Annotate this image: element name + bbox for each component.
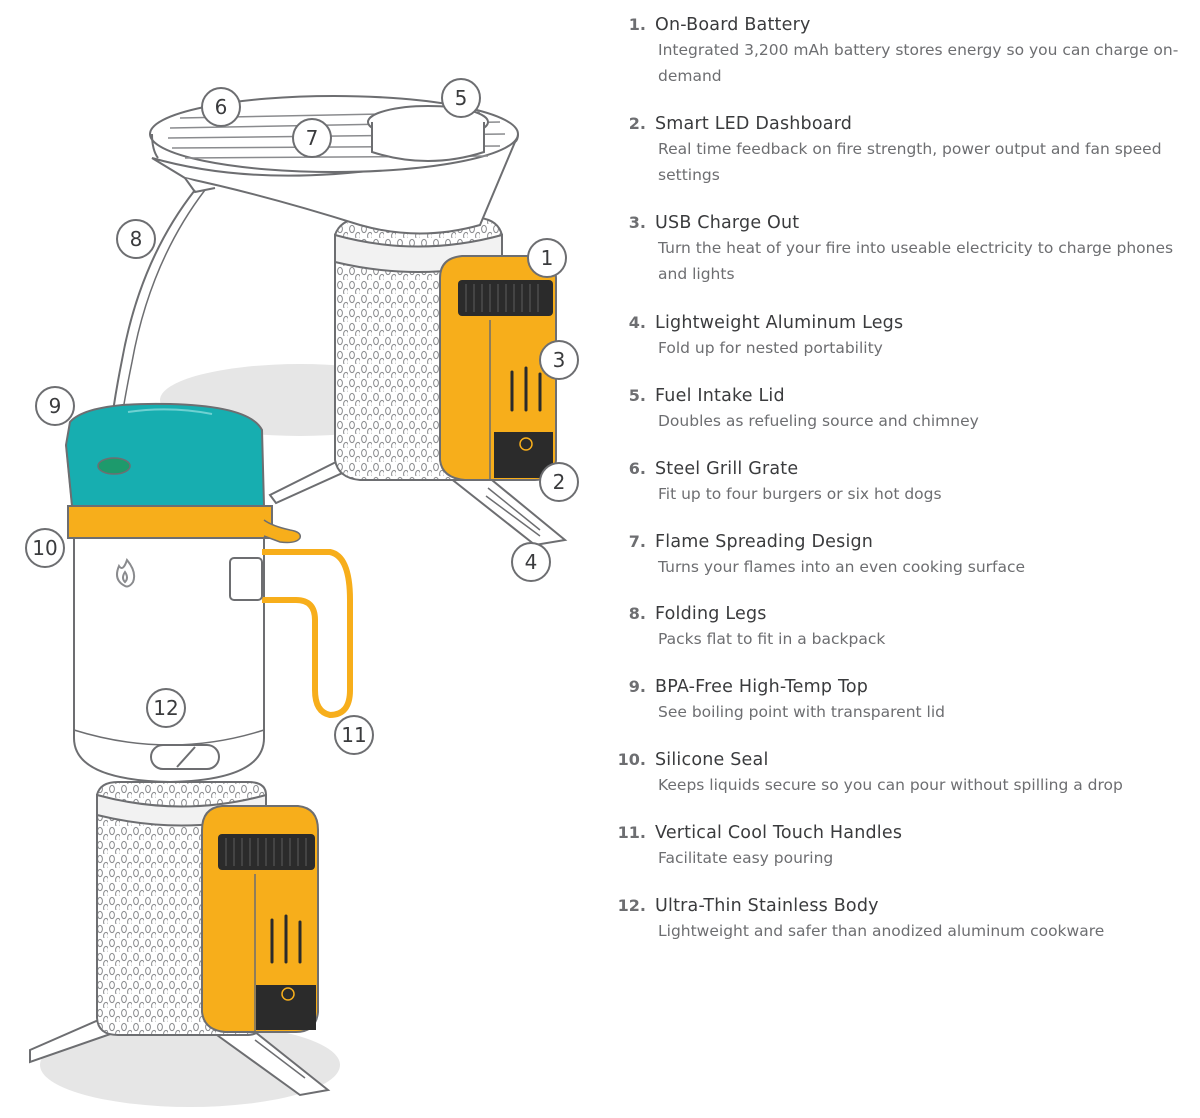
feature-title: Fuel Intake Lid xyxy=(655,386,785,406)
feature-item: 1. On-Board Battery Integrated 3,200 mAh… xyxy=(614,13,1194,112)
feature-item: 6. Steel Grill Grate Fit up to four burg… xyxy=(614,457,1194,530)
callout-6: 6 xyxy=(201,87,241,127)
flame-logo-icon xyxy=(116,557,136,588)
feature-description: See boiling point with transparent lid xyxy=(658,703,945,721)
feature-description: Doubles as refueling source and chimney xyxy=(658,412,979,430)
kettle-pot-body xyxy=(73,529,265,784)
feature-number: 7. xyxy=(628,532,646,551)
feature-description: Real time feedback on fire strength, pow… xyxy=(658,140,1162,184)
feature-number: 5. xyxy=(628,386,646,405)
callout-9: 9 xyxy=(35,386,75,426)
feature-title: Folding Legs xyxy=(655,604,767,624)
feature-title: Flame Spreading Design xyxy=(655,532,874,552)
feature-title: Silicone Seal xyxy=(655,750,769,770)
svg-text:12: 12 xyxy=(153,696,178,720)
callout-4: 4 xyxy=(511,542,551,582)
svg-text:10: 10 xyxy=(32,536,57,560)
svg-text:6: 6 xyxy=(215,95,228,119)
grill-stove xyxy=(107,95,568,547)
feature-description: Lightweight and safer than anodized alum… xyxy=(658,922,1105,940)
feature-description: Fit up to four burgers or six hot dogs xyxy=(658,485,942,503)
callout-11: 11 xyxy=(334,715,374,755)
feature-description: Facilitate easy pouring xyxy=(658,849,834,867)
callout-3: 3 xyxy=(539,340,579,380)
callout-5: 5 xyxy=(441,78,481,118)
feature-item: 5. Fuel Intake Lid Doubles as refueling … xyxy=(614,384,1194,457)
svg-text:9: 9 xyxy=(49,394,62,418)
fuel-intake-lid xyxy=(371,122,485,162)
feature-number: 11. xyxy=(617,823,646,842)
feature-item: 2. Smart LED Dashboard Real time feedbac… xyxy=(614,112,1194,211)
feature-description: Packs flat to fit in a backpack xyxy=(658,630,886,648)
callout-10: 10 xyxy=(25,528,65,568)
bpa-free-lid xyxy=(64,402,266,507)
feature-number: 9. xyxy=(628,677,646,696)
feature-title: Steel Grill Grate xyxy=(655,459,799,479)
feature-description: Turn the heat of your fire into useable … xyxy=(658,239,1174,283)
feature-title: Vertical Cool Touch Handles xyxy=(655,823,903,843)
svg-text:11: 11 xyxy=(341,723,366,747)
svg-text:2: 2 xyxy=(553,470,566,494)
feature-number: 3. xyxy=(628,213,646,232)
svg-text:7: 7 xyxy=(306,126,319,150)
svg-text:8: 8 xyxy=(130,227,143,251)
feature-list: 1. On-Board Battery Integrated 3,200 mAh… xyxy=(614,13,1194,954)
feature-item: 9. BPA-Free High-Temp Top See boiling po… xyxy=(614,675,1194,748)
feature-number: 12. xyxy=(617,896,646,915)
feature-number: 2. xyxy=(628,114,646,133)
callout-2: 2 xyxy=(539,462,579,502)
callout-7: 7 xyxy=(292,118,332,158)
feature-number: 4. xyxy=(628,313,646,332)
svg-text:3: 3 xyxy=(553,348,566,372)
feature-number: 8. xyxy=(628,604,646,623)
feature-title: Lightweight Aluminum Legs xyxy=(655,313,904,333)
svg-text:5: 5 xyxy=(455,86,468,110)
callout-1: 1 xyxy=(527,238,567,278)
feature-item: 3. USB Charge Out Turn the heat of your … xyxy=(614,211,1194,311)
feature-title: Smart LED Dashboard xyxy=(655,114,853,134)
svg-text:1: 1 xyxy=(541,246,554,270)
feature-title: Ultra-Thin Stainless Body xyxy=(655,896,879,916)
feature-item: 4. Lightweight Aluminum Legs Fold up for… xyxy=(614,311,1194,384)
silicone-seal xyxy=(67,505,273,539)
feature-item: 11. Vertical Cool Touch Handles Facilita… xyxy=(614,821,1194,894)
feature-description: Fold up for nested portability xyxy=(658,339,883,357)
feature-description: Keeps liquids secure so you can pour wit… xyxy=(658,776,1123,794)
feature-description: Integrated 3,200 mAh battery stores ener… xyxy=(658,41,1179,85)
feature-title: USB Charge Out xyxy=(655,213,800,233)
stove-illustration: 1 2 3 4 5 6 7 8 9 10 11 12 xyxy=(25,78,579,1107)
feature-number: 1. xyxy=(628,15,646,34)
feature-item: 8. Folding Legs Packs flat to fit in a b… xyxy=(614,602,1194,675)
svg-text:4: 4 xyxy=(525,550,538,574)
callout-8: 8 xyxy=(116,219,156,259)
feature-number: 6. xyxy=(628,459,646,478)
feature-item: 10. Silicone Seal Keeps liquids secure s… xyxy=(614,748,1194,821)
callout-12: 12 xyxy=(146,688,186,728)
kettle-stove xyxy=(29,402,353,1097)
cool-touch-handle xyxy=(262,549,353,718)
feature-description: Turns your flames into an even cooking s… xyxy=(658,558,1026,576)
feature-title: BPA-Free High-Temp Top xyxy=(655,677,869,697)
feature-item: 12. Ultra-Thin Stainless Body Lightweigh… xyxy=(614,894,1194,954)
feature-title: On-Board Battery xyxy=(655,15,811,35)
feature-item: 7. Flame Spreading Design Turns your fla… xyxy=(614,530,1194,602)
feature-number: 10. xyxy=(617,750,646,769)
